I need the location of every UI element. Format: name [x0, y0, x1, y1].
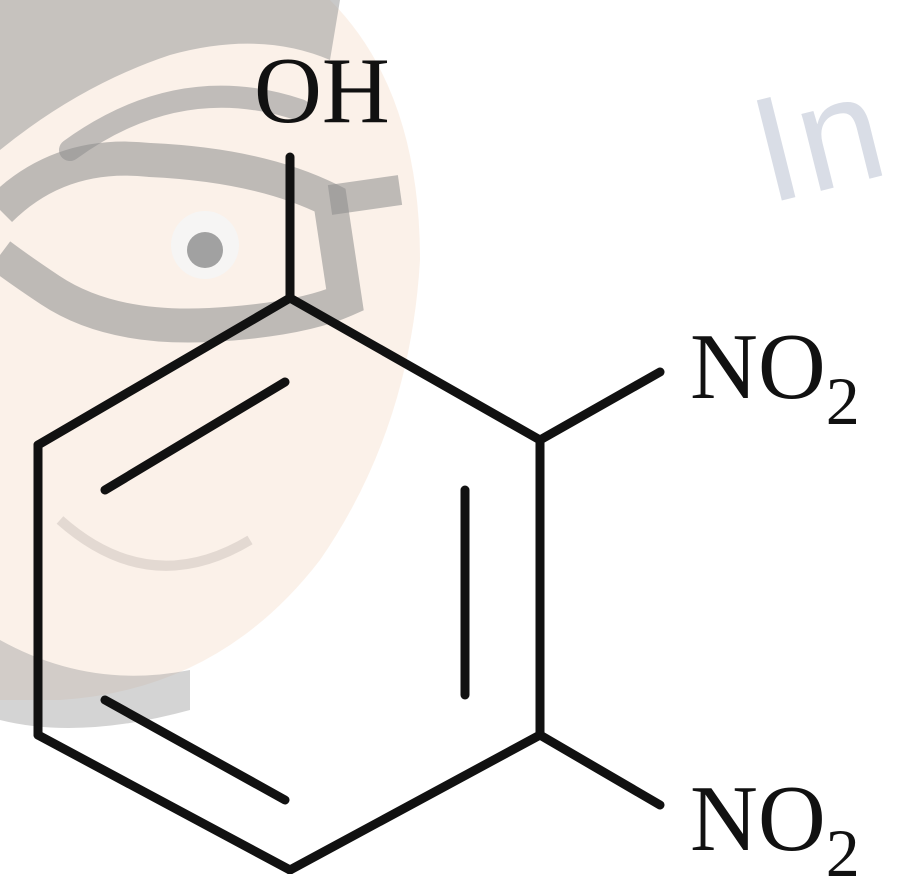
- nitro-bottom-subscript: 2: [825, 815, 860, 891]
- ring-bond-c4-c5: [33, 730, 295, 874]
- nitro-bottom-bond: [535, 730, 665, 810]
- hydroxyl-label: OH: [254, 39, 390, 143]
- nitro-bottom-main: NO: [690, 767, 826, 871]
- ring-bond-c3-c4: [285, 730, 545, 874]
- nitro-top-bond: [535, 367, 665, 445]
- ring-bond-c6-c1: [33, 293, 295, 450]
- nitro-top-label: NO2: [690, 320, 860, 435]
- ring-bond-c1-c2: [285, 293, 545, 445]
- nitro-top-main: NO: [690, 315, 826, 419]
- inner-double-bond-bottom: [100, 695, 290, 805]
- nitro-bottom-label: NO2: [690, 772, 860, 887]
- inner-double-bond-left: [100, 377, 290, 495]
- nitro-top-subscript: 2: [825, 363, 860, 439]
